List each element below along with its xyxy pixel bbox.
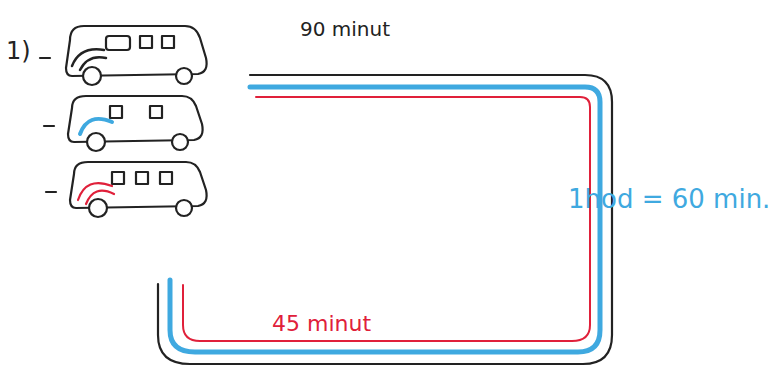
route-red [183,97,590,341]
conversion-note: 1hod = 60 min. [568,185,770,214]
bus-drawing [46,162,207,217]
route-black [158,75,612,364]
bus-drawing [44,96,203,151]
duration-label: 90 minut [300,18,390,40]
callout-number: 1) [6,38,31,64]
route-blue [170,87,600,352]
bus-drawing [40,26,207,85]
duration-label: 45 minut [272,312,371,336]
